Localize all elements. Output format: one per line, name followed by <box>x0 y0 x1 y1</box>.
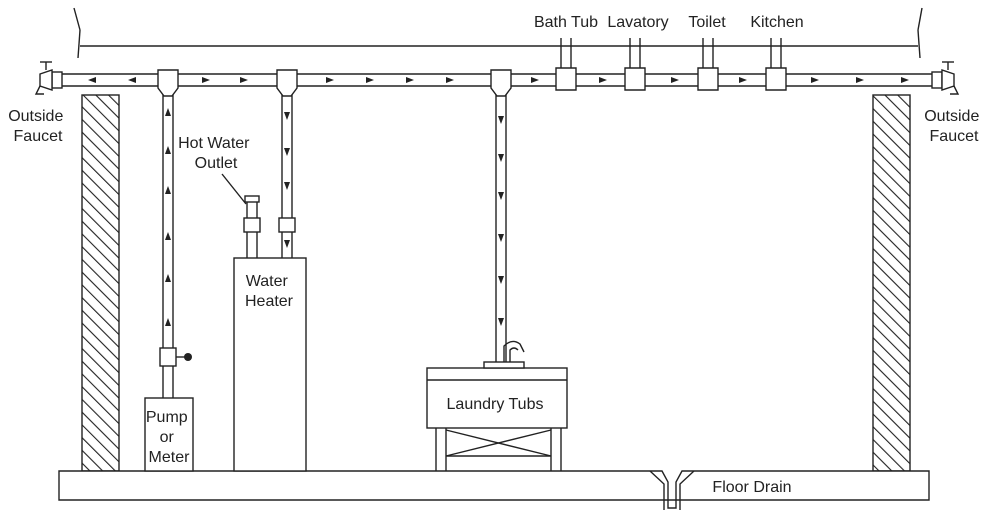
laundry-tubs <box>426 367 568 471</box>
flow-arrow-laundry <box>498 116 504 124</box>
label-water-heater: Water Heater <box>245 273 294 310</box>
right-outside-faucet-icon <box>941 61 960 95</box>
flow-arrow-riser <box>165 274 171 282</box>
flow-arrow-main-right <box>202 77 210 83</box>
flow-arrow-main-right <box>671 77 679 83</box>
floor-drain <box>649 470 695 510</box>
flow-arrow-main-right <box>599 77 607 83</box>
flow-arrow-riser <box>165 186 171 194</box>
label-floor-drain: Floor Drain <box>712 479 791 496</box>
flow-arrow-main-right <box>326 77 334 83</box>
flow-arrow-main-right <box>901 77 909 83</box>
water-heater-tank <box>233 257 307 472</box>
label-kitchen: Kitchen <box>750 14 803 31</box>
flow-arrow-laundry <box>498 276 504 284</box>
flow-arrows <box>88 77 909 326</box>
label-hot-water-outlet: Hot Water Outlet <box>178 135 254 172</box>
flow-arrow-main-right <box>240 77 248 83</box>
hot-water-outlet-leader <box>221 173 247 205</box>
flow-arrow-main-right <box>856 77 864 83</box>
flow-arrow-main-right <box>446 77 454 83</box>
laundry-faucet-icon <box>483 340 525 369</box>
label-outside-faucet-left: Outside Faucet <box>8 108 68 145</box>
flow-arrow-main-right <box>366 77 374 83</box>
flow-arrow-main-right <box>811 77 819 83</box>
flow-arrow-riser <box>165 318 171 326</box>
flow-arrow-riser <box>165 146 171 154</box>
floor-slab <box>58 470 930 509</box>
label-outside-faucet-right: Outside Faucet <box>924 108 984 145</box>
label-lavatory: Lavatory <box>607 14 668 31</box>
left-outside-faucet-icon <box>34 61 53 95</box>
flow-arrow-heater <box>284 148 290 156</box>
supply-valve-icon <box>159 347 192 367</box>
flow-arrow-laundry <box>498 154 504 162</box>
label-pump-or-meter: Pump or Meter <box>146 409 192 466</box>
flow-arrow-main-right <box>531 77 539 83</box>
flow-arrow-main-left <box>128 77 136 83</box>
flow-arrow-laundry <box>498 192 504 200</box>
flow-arrow-main-left <box>88 77 96 83</box>
supply-riser-pipe <box>162 86 174 398</box>
flow-arrow-main-right <box>739 77 747 83</box>
ceiling-joist <box>73 7 923 59</box>
flow-arrow-heater <box>284 182 290 190</box>
flow-arrow-laundry <box>498 318 504 326</box>
fixture-risers <box>560 38 782 70</box>
flow-arrow-main-right <box>406 77 414 83</box>
label-toilet: Toilet <box>688 14 726 31</box>
label-laundry-tubs: Laundry Tubs <box>447 396 544 413</box>
flow-arrow-laundry <box>498 234 504 242</box>
right-foundation-wall <box>872 94 911 472</box>
flow-arrow-riser <box>165 108 171 116</box>
pump-or-meter-box <box>144 397 194 472</box>
heater-drop-pipe <box>281 86 293 258</box>
pipe-fittings <box>51 67 943 233</box>
flow-arrow-heater <box>284 112 290 120</box>
label-bath-tub: Bath Tub <box>534 14 598 31</box>
left-foundation-wall <box>81 94 120 472</box>
flow-arrow-riser <box>165 232 171 240</box>
flow-arrow-heater <box>284 240 290 248</box>
laundry-drop-pipe <box>495 86 507 362</box>
